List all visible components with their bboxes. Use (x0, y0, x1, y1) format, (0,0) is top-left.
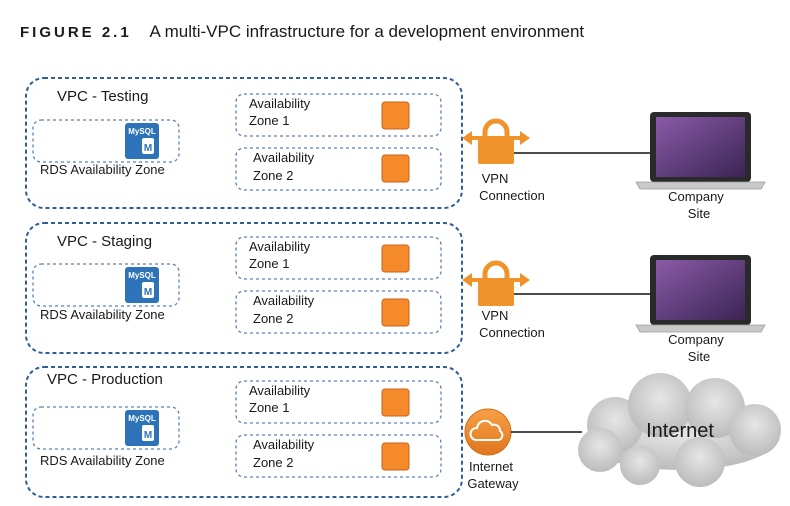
figure-label: FIGURE 2.1 (20, 24, 132, 41)
mysql-db-icon: MySQL M (125, 410, 159, 446)
az1-label-line1: Availability (249, 239, 311, 254)
vpn-connection-staging: VPN Connection (462, 260, 656, 340)
gateway-label-line2: Gateway (467, 476, 519, 491)
ec2-instance-icon (381, 442, 410, 471)
vpc-boundary (25, 222, 463, 354)
cloud-gateway-icon (464, 408, 512, 456)
az2-label-line1: Availability (253, 437, 315, 452)
laptop-icon (635, 255, 766, 333)
site-label-line1: Company (668, 332, 724, 347)
site-label-line1: Company (668, 189, 724, 204)
rds-zone-label: RDS Availability Zone (40, 162, 165, 177)
gateway-label-line1: Internet (469, 459, 513, 474)
ec2-instance-icon (381, 244, 410, 273)
laptop-icon (635, 112, 766, 190)
vpc-boundary (25, 366, 463, 498)
vpc-staging: VPC - Staging MySQL M RDS Availability Z… (25, 222, 463, 354)
internet-label: Internet (646, 420, 714, 442)
rds-zone-box (32, 263, 180, 307)
rds-zone-label: RDS Availability Zone (40, 453, 165, 468)
site-label-line2: Site (688, 349, 710, 364)
vpn-lock-icon (462, 118, 530, 164)
vpc-name: VPC - Production (47, 371, 163, 388)
company-site-laptop-2: Company Site (635, 255, 766, 364)
mysql-logo-text: MySQL (128, 271, 156, 280)
db-letter: M (144, 430, 152, 441)
az2-label-line1: Availability (253, 150, 315, 165)
vpn-label-line1: VPN (482, 308, 509, 323)
db-letter: M (144, 287, 152, 298)
ec2-instance-icon (381, 154, 410, 183)
mysql-logo-text: MySQL (128, 414, 156, 423)
vpn-connection-testing: VPN Connection (462, 118, 656, 203)
figure-title: A multi-VPC infrastructure for a develop… (149, 22, 585, 41)
az1-label-line2: Zone 1 (249, 113, 289, 128)
az1-label-line1: Availability (249, 383, 311, 398)
ec2-instance-icon (381, 101, 410, 130)
mysql-logo-text: MySQL (128, 127, 156, 136)
az1-label-line1: Availability (249, 96, 311, 111)
az2-label-line2: Zone 2 (253, 168, 293, 183)
az1-label-line2: Zone 1 (249, 256, 289, 271)
mysql-db-icon: MySQL M (125, 267, 159, 303)
internet-cloud: Internet (578, 373, 781, 487)
ec2-instance-icon (381, 388, 410, 417)
vpn-label-line2: Connection (479, 325, 545, 340)
db-letter: M (144, 143, 152, 154)
vpc-name: VPC - Staging (57, 233, 152, 250)
figure-caption: FIGURE 2.1 A multi-VPC infrastructure fo… (20, 22, 584, 42)
rds-zone-box (32, 406, 180, 450)
vpn-label-line1: VPN (482, 171, 509, 186)
ec2-instance-icon (381, 298, 410, 327)
vpc-testing: VPC - Testing MySQL M RDS Availability Z… (25, 77, 463, 209)
site-label-line2: Site (688, 206, 710, 221)
vpn-lock-icon (462, 260, 530, 306)
az2-label-line2: Zone 2 (253, 455, 293, 470)
az1-label-line2: Zone 1 (249, 400, 289, 415)
az2-label-line2: Zone 2 (253, 311, 293, 326)
vpn-label-line2: Connection (479, 188, 545, 203)
rds-zone-box (32, 119, 180, 163)
vpc-name: VPC - Testing (57, 88, 148, 105)
rds-zone-label: RDS Availability Zone (40, 307, 165, 322)
mysql-db-icon: MySQL M (125, 123, 159, 159)
vpc-production: VPC - Production MySQL M RDS Availabilit… (25, 366, 463, 498)
company-site-laptop-1: Company Site (635, 112, 766, 221)
az2-label-line1: Availability (253, 293, 315, 308)
cloud-icon (578, 373, 781, 487)
vpc-boundary (25, 77, 463, 209)
internet-gateway: Internet Gateway (464, 408, 582, 491)
